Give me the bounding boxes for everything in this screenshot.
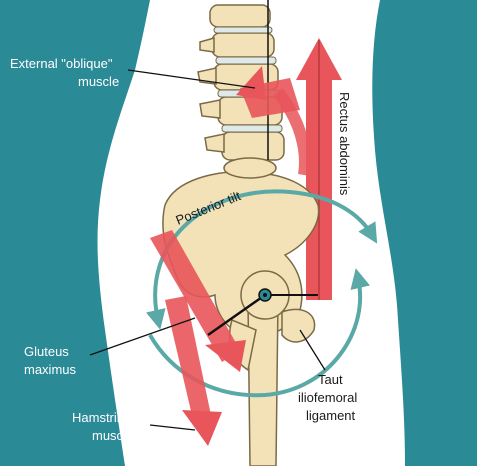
leader-hamstring [149,424,196,431]
label-taut-line2: iliofemoral [298,390,357,405]
lower-rotation-arrow [148,268,370,398]
label-taut-line1: Taut [318,372,343,387]
lever-line-diagonal [207,293,266,337]
label-gluteus-line1: Gluteus [24,344,69,359]
femur-bone [247,299,279,466]
label-taut-line3: ligament [306,408,356,423]
label-hamstring-line1: Hamstring [72,410,131,425]
leader-external-oblique [127,69,256,89]
label-hamstring-line2: muscle [92,428,133,443]
label-external-oblique-line1: External "oblique" [10,56,113,71]
leader-taut-ligament [299,329,326,371]
label-gluteus-line2: maximus [24,362,77,377]
posterior-tilt-rotation-arrow [146,189,378,330]
label-external-oblique-line2: muscle [78,74,119,89]
leader-gluteus [89,317,196,356]
sacrum [223,157,277,179]
hamstring-muscle [165,296,222,446]
label-rectus-abdominis: Rectus abdominis [337,92,352,196]
